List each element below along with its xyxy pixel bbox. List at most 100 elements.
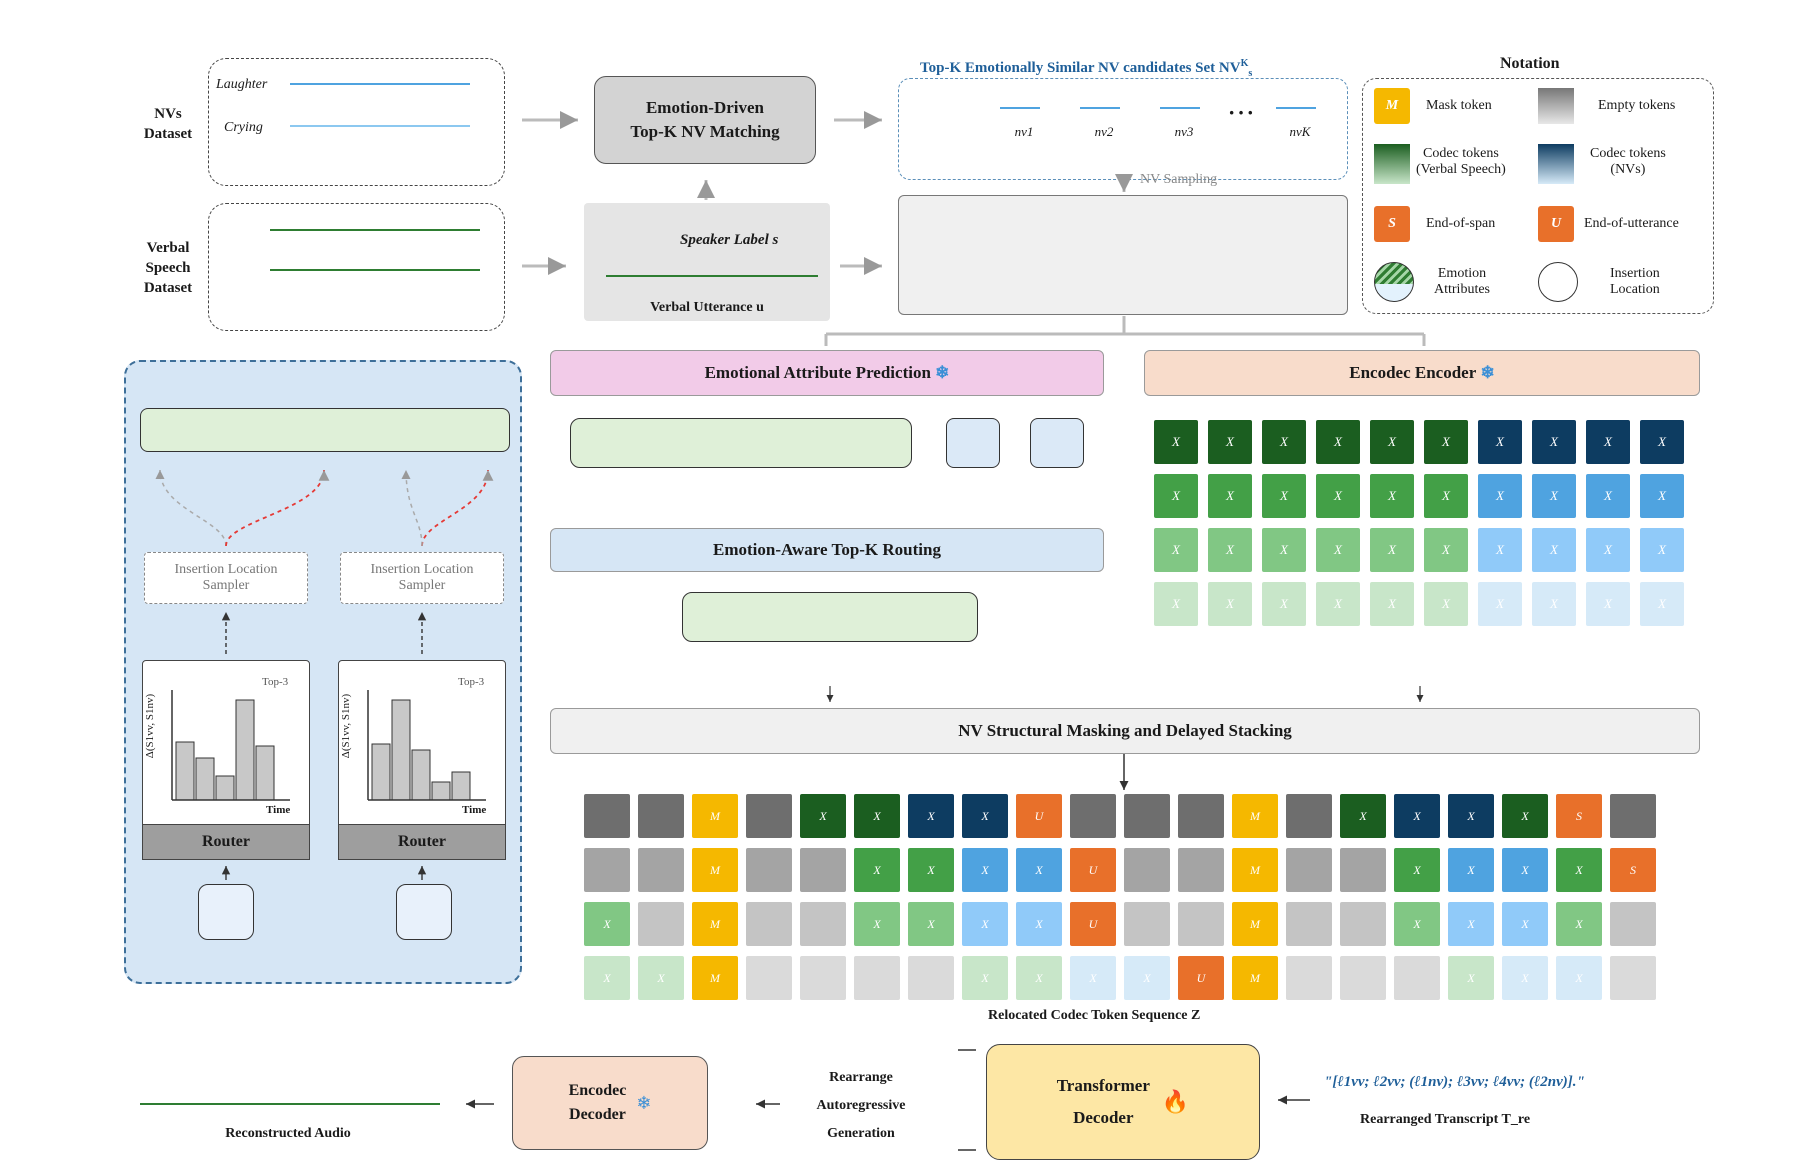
codec-token: X xyxy=(1316,420,1360,464)
sequence-token: X xyxy=(962,956,1008,1000)
encodec-decoder-title: Encodec Decoder xyxy=(568,1082,627,1123)
sequence-token xyxy=(1124,902,1170,946)
utterance-label: Verbal Utterance u xyxy=(650,300,764,315)
sequence-token xyxy=(1124,794,1170,838)
sequence-token xyxy=(1286,956,1332,1000)
sequence-token xyxy=(1340,902,1386,946)
nv-sampling-label: NV Sampling xyxy=(1140,172,1218,187)
notation-eou-label: End-of-utterance xyxy=(1584,216,1679,231)
codec-token: X xyxy=(1370,582,1414,626)
notation-mask-icon: M xyxy=(1374,88,1410,124)
sequence-token xyxy=(854,956,900,1000)
sequence-token: X xyxy=(584,902,630,946)
notation-eos-icon: S xyxy=(1374,206,1410,242)
sequence-token: X xyxy=(1502,794,1548,838)
snowflake-icon: ❄ xyxy=(636,1092,652,1113)
sequence-token xyxy=(800,848,846,892)
sequence-token: X xyxy=(1448,902,1494,946)
laughter-label: Laughter xyxy=(216,77,268,92)
nvs-dataset-box xyxy=(208,58,505,186)
sequence-token: X xyxy=(1502,902,1548,946)
sequence-token: X xyxy=(962,794,1008,838)
codec-token: X xyxy=(1262,474,1306,518)
sequence-token: X xyxy=(638,956,684,1000)
codec-token: X xyxy=(1424,528,1468,572)
codec-token: X xyxy=(1262,420,1306,464)
codec-token: X xyxy=(1262,582,1306,626)
speaker-label: Speaker Label s xyxy=(680,232,779,248)
time-label-2: Time xyxy=(462,804,487,816)
codec-token: X xyxy=(1370,528,1414,572)
left-circle-row xyxy=(140,408,510,452)
notation-box xyxy=(1362,78,1714,314)
notation-codec-nv-label: Codec tokens (NVs) xyxy=(1590,146,1666,177)
emotion-circle-row xyxy=(570,418,912,468)
emotional-attribute-bar: Emotional Attribute Prediction ❄ xyxy=(550,350,1104,396)
sequence-token: X xyxy=(1340,794,1386,838)
sequence-token xyxy=(1610,902,1656,946)
notation-codec-vs-label: Codec tokens (Verbal Speech) xyxy=(1416,146,1506,177)
sequence-token: X xyxy=(584,956,630,1000)
sequence-token: U xyxy=(1178,956,1224,1000)
codec-token: X xyxy=(1532,582,1576,626)
sequence-token xyxy=(908,956,954,1000)
sequence-token: M xyxy=(692,956,738,1000)
notation-eou-icon: U xyxy=(1538,206,1574,242)
notation-eos-label: End-of-span xyxy=(1426,216,1496,231)
sequence-token: X xyxy=(854,794,900,838)
verbal-dataset-label: Verbal Speech Dataset xyxy=(143,240,193,296)
speaker-box xyxy=(584,203,830,321)
sequence-token: U xyxy=(1070,848,1116,892)
sequence-token: X xyxy=(908,848,954,892)
sequence-token: X xyxy=(1394,848,1440,892)
sequence-token xyxy=(584,794,630,838)
rearrange-label: Rearrange Autoregressive Generation xyxy=(816,1070,906,1141)
codec-token: X xyxy=(1208,420,1252,464)
codec-token: X xyxy=(1478,582,1522,626)
sequence-token: X xyxy=(1124,956,1170,1000)
notation-insertion-icon xyxy=(1538,262,1578,302)
reconstructed-label: Reconstructed Audio xyxy=(225,1126,351,1141)
codec-token: X xyxy=(1478,420,1522,464)
codec-token: X xyxy=(1586,528,1630,572)
codec-token: X xyxy=(1640,474,1684,518)
sequence-token: X xyxy=(908,794,954,838)
sequence-token xyxy=(800,956,846,1000)
sequence-token: X xyxy=(1394,794,1440,838)
nv-circle-1 xyxy=(946,418,1000,468)
sampler-1: Insertion Location Sampler xyxy=(144,552,308,604)
notation-codec-vs-icon xyxy=(1374,144,1410,184)
sequence-token: X xyxy=(854,902,900,946)
notation-emotion-label: Emotion Attributes xyxy=(1434,266,1490,297)
sequence-token xyxy=(638,794,684,838)
codec-token: X xyxy=(1208,528,1252,572)
codec-token: X xyxy=(1424,420,1468,464)
sequence-token xyxy=(1178,794,1224,838)
sequence-token xyxy=(1178,848,1224,892)
candidate-nvk: nvK xyxy=(1289,124,1311,139)
sequence-token xyxy=(1178,902,1224,946)
top3-label-1: Top-3 xyxy=(262,676,289,688)
masking-bar: NV Structural Masking and Delayed Stacki… xyxy=(550,708,1700,754)
sequence-token: X xyxy=(962,848,1008,892)
codec-token: X xyxy=(1154,582,1198,626)
transcript-text: "[ℓ1vv; ℓ2vv; (ℓ1nv); ℓ3vv; ℓ4vv; (ℓ2nv)… xyxy=(1324,1074,1585,1090)
sequence-token xyxy=(800,902,846,946)
sequence-token xyxy=(638,902,684,946)
codec-token: X xyxy=(1478,474,1522,518)
sequence-token: S xyxy=(1556,794,1602,838)
sequence-token xyxy=(1286,794,1332,838)
sequence-token xyxy=(1340,848,1386,892)
candidate-nv1: nv1 xyxy=(1014,124,1034,139)
flame-icon: 🔥 xyxy=(1161,1089,1190,1114)
sequence-token: X xyxy=(908,902,954,946)
candidate-nv2: nv2 xyxy=(1094,124,1114,139)
codec-token: X xyxy=(1532,528,1576,572)
sequence-token: U xyxy=(1016,794,1062,838)
sequence-token: X xyxy=(1394,902,1440,946)
codec-token: X xyxy=(1586,582,1630,626)
sequence-token: X xyxy=(1556,848,1602,892)
codec-token: X xyxy=(1370,420,1414,464)
sequence-token: X xyxy=(1448,956,1494,1000)
notation-mask-label: Mask token xyxy=(1426,98,1492,113)
